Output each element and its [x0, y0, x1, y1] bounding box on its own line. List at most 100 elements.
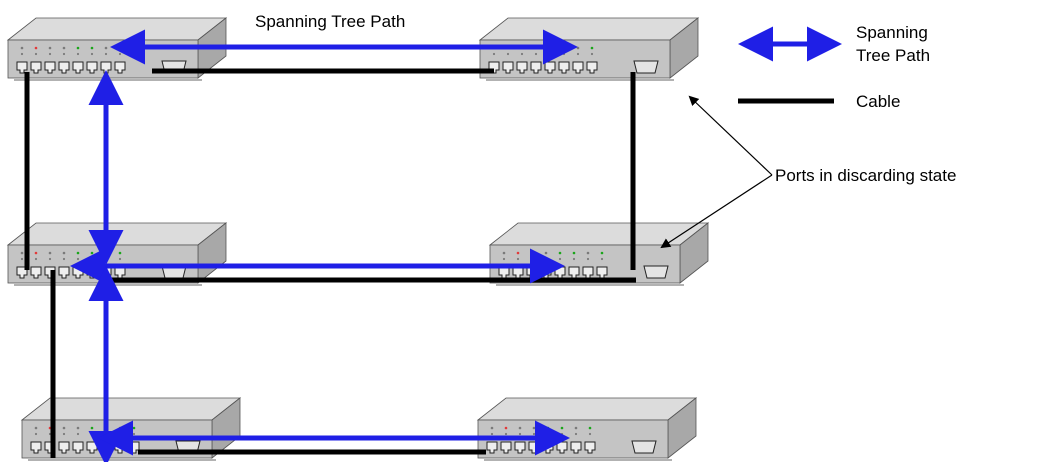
status-led	[76, 46, 80, 50]
ethernet-port	[502, 61, 514, 74]
ethernet-port	[58, 441, 70, 454]
status-led	[490, 426, 494, 430]
status-led	[590, 46, 594, 50]
activity-led	[118, 52, 122, 56]
activity-led	[76, 52, 80, 56]
activity-led	[104, 257, 108, 261]
activity-led	[560, 432, 564, 436]
activity-led	[34, 52, 38, 56]
activity-led	[532, 432, 536, 436]
activity-led	[90, 52, 94, 56]
activity-led	[534, 52, 538, 56]
status-led	[20, 46, 24, 50]
status-led	[574, 426, 578, 430]
status-led	[572, 251, 576, 255]
ethernet-port	[570, 441, 582, 454]
ethernet-port	[530, 61, 542, 74]
console-port	[631, 440, 657, 454]
activity-led	[62, 257, 66, 261]
switch-bottom-right	[476, 397, 698, 461]
status-led	[502, 251, 506, 255]
status-led	[558, 251, 562, 255]
ethernet-port	[16, 61, 28, 74]
ethernet-port	[544, 61, 556, 74]
activity-led	[588, 432, 592, 436]
status-led	[20, 251, 24, 255]
legend: Spanning Tree Path Cable	[738, 23, 930, 111]
status-led	[118, 426, 122, 430]
activity-led	[62, 52, 66, 56]
status-led	[544, 251, 548, 255]
activity-led	[548, 52, 552, 56]
activity-led	[518, 432, 522, 436]
callout-pointer-upper	[688, 95, 773, 176]
switch-top-face	[476, 397, 698, 421]
status-led	[48, 46, 52, 50]
activity-led	[492, 52, 496, 56]
ethernet-port	[58, 266, 70, 279]
status-led	[118, 251, 122, 255]
ethernet-port	[30, 441, 42, 454]
status-led	[48, 251, 52, 255]
activity-led	[586, 257, 590, 261]
console-port	[633, 60, 659, 74]
status-led	[76, 251, 80, 255]
ethernet-port	[72, 61, 84, 74]
activity-led	[62, 432, 66, 436]
spanning-tree-paths-layer	[70, 29, 578, 462]
activity-led	[516, 257, 520, 261]
activity-led	[48, 52, 52, 56]
activity-led	[118, 432, 122, 436]
status-led	[34, 46, 38, 50]
ethernet-port	[30, 61, 42, 74]
status-led	[62, 426, 66, 430]
activity-led	[90, 432, 94, 436]
legend-spanning-tree-path-label-line2: Tree Path	[856, 46, 930, 65]
activity-led	[504, 432, 508, 436]
switch-top-face	[488, 222, 710, 246]
activity-led	[520, 52, 524, 56]
activity-led	[562, 52, 566, 56]
ethernet-port	[44, 61, 56, 74]
callout-label: Ports in discarding state	[775, 166, 956, 185]
switch-middle-right	[488, 222, 710, 286]
activity-led	[104, 52, 108, 56]
switches-layer	[6, 17, 710, 461]
activity-led	[546, 432, 550, 436]
status-led	[34, 426, 38, 430]
status-led	[90, 426, 94, 430]
diagram-title: Spanning Tree Path	[255, 12, 405, 31]
status-led	[516, 251, 520, 255]
status-led	[132, 426, 136, 430]
activity-led	[76, 432, 80, 436]
status-led	[546, 426, 550, 430]
console-port	[643, 265, 669, 279]
activity-led	[20, 52, 24, 56]
switch-middle-left	[6, 222, 228, 286]
ethernet-port	[586, 61, 598, 74]
switch-top-face	[6, 17, 228, 41]
status-led	[600, 251, 604, 255]
activity-led	[502, 257, 506, 261]
status-led	[104, 46, 108, 50]
discarding-ports-callout: Ports in discarding state	[660, 95, 956, 249]
status-led	[90, 251, 94, 255]
activity-led	[600, 257, 604, 261]
activity-led	[576, 52, 580, 56]
callout-pointer-lower	[660, 174, 773, 249]
activity-led	[490, 432, 494, 436]
activity-led	[558, 257, 562, 261]
status-led	[518, 426, 522, 430]
status-led	[588, 426, 592, 430]
ethernet-port	[72, 441, 84, 454]
status-led	[532, 426, 536, 430]
status-led	[90, 46, 94, 50]
status-led	[576, 46, 580, 50]
status-led	[62, 251, 66, 255]
activity-led	[544, 257, 548, 261]
ethernet-port	[30, 266, 42, 279]
ethernet-port	[572, 61, 584, 74]
legend-spanning-tree-path-label-line1: Spanning	[856, 23, 928, 42]
activity-led	[90, 257, 94, 261]
